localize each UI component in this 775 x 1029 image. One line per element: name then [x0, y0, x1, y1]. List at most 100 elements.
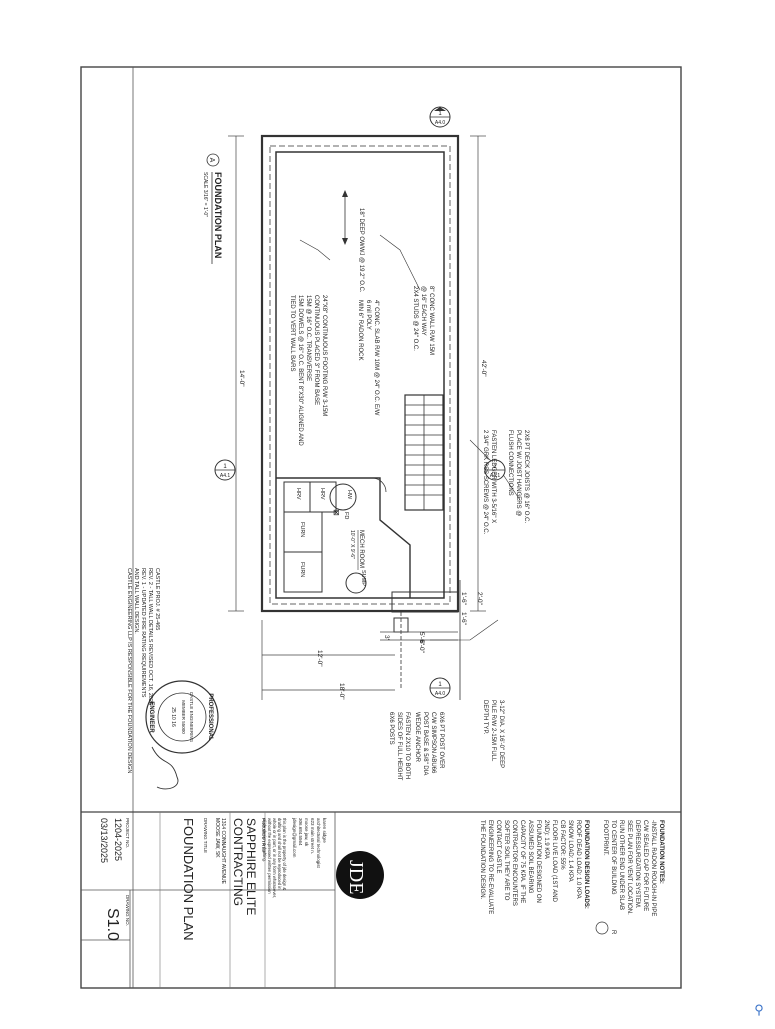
section-markers: 1 A4.0 1 A4.1 1 A4.1 1 A4.0 — [214, 106, 506, 699]
note-footing-3: 15M @ 16" O.C. TRANSVERSE — [305, 295, 311, 381]
dim-overall-length: 42'-0" — [480, 360, 487, 377]
jde-logo-text: JDE — [345, 860, 367, 894]
foundation-note-6: TO CENTER OF BUILDING — [610, 820, 616, 895]
deck-edge — [391, 591, 459, 613]
plan-scale: SCALE 3/16" = 1'-0" — [202, 172, 208, 217]
stamp-date: 25 10 16 — [170, 707, 176, 727]
design-load-7: ASSUMED SOIL BEARING — [527, 820, 533, 894]
furnace-2 — [283, 551, 323, 593]
note-mech-room-size: 10'-0" X 9'-6" — [349, 530, 355, 559]
foundation-wall-outer — [260, 134, 460, 613]
note-pile-2: PILE R/W 2-15M FULL — [490, 700, 496, 762]
floor-drain-symbol: ⊠ — [333, 508, 340, 517]
responsibility-line-5: CASTLE PROJ. # 25-465 — [154, 568, 160, 630]
mech-room-wall — [276, 477, 411, 598]
design-load-13: THE FOUNDATION DESIGN. — [479, 820, 485, 900]
note-deck-joists: 2X8 PT DECK JOISTS @ 16" O.C. PLACE W/ J… — [507, 430, 529, 523]
note-slab: 4" CONC. SLAB R/W 10M @ 24" O.C. E/W 6 m… — [357, 300, 379, 416]
copyright-line-5: of jde design & drafting. — [262, 818, 267, 862]
copyright-line-4: without the expressed written permission — [267, 818, 272, 894]
note-slab-2: 6 mil POLY — [365, 300, 371, 330]
copyright-notice: this plan is the property of jde design … — [262, 818, 287, 898]
stamp-company: CASTLE ENGINEERING — [189, 692, 194, 743]
design-load-3: CB FACTOR: 55% — [559, 820, 565, 870]
plan-title: FOUNDATION PLAN — [213, 172, 223, 258]
label-furn-2: FURN — [299, 562, 305, 577]
note-footing-4: 15M DOWELS @ 16" O.C. BENT 8"X30" ALIGNE… — [297, 295, 303, 446]
note-footing-2: CONTINUOUS PLACED 3" FROM BASE — [313, 295, 319, 405]
plan-title-group: A FOUNDATION PLAN SCALE 3/16" = 1'-0" — [202, 153, 223, 264]
design-load-11: CONTACT CASTLE — [495, 820, 501, 873]
project-title-line-2: CONTRACTING — [231, 818, 245, 906]
designer-info: karen sidgre architectural technologist … — [292, 817, 327, 869]
section-marker-2-sheet: A4.1 — [220, 473, 231, 479]
section-marker-4-sheet: A4.0 — [435, 691, 446, 697]
note-fasten-2x10: FASTEN 2X10 TO BOTH SIDES OF FULL HEIGHT… — [388, 712, 410, 781]
note-footing: 24"X8" CONTINUOUS FOOTING R/W 3-15M CONT… — [289, 295, 327, 446]
address-line-2: MOOSE JAW, SK — [214, 818, 220, 858]
stamp-outer-top: PROFESSIONAL — [207, 693, 213, 741]
design-load-4: FLOOR LIVE LOAD (1ST AND — [551, 820, 557, 903]
designer-line-1: karen sidgre — [322, 818, 327, 843]
drawing-no: S1.0 — [104, 908, 121, 941]
dim-ext-5-6: 5'-6" — [418, 632, 425, 646]
note-ledger-2: 2 3/4" GRK RSS SCREWS @ 24" O.C. — [482, 430, 488, 535]
note-fasten-1: FASTEN 2X10 TO BOTH — [404, 712, 410, 779]
design-load-2: SNOW LOAD: 1.4 KPA — [567, 820, 573, 882]
designer-line-6: jdesign@gmail.com — [292, 817, 297, 858]
water-heater — [329, 483, 357, 511]
foundation-note-3: DEPRESSURIZATION SYSTEM. — [634, 820, 640, 909]
dim-ext-2: 2'-0" — [476, 592, 483, 606]
designer-line-5: 306.684.5564 — [298, 818, 303, 846]
design-loads-heading: FOUNDATION DESIGN LOADS: — [583, 820, 589, 909]
note-ledger-1: FASTEN LEDGER WITH 3-5/16" X — [490, 430, 496, 523]
foundation-note-4: SEE PLAN FOR VENT LOCATION. — [626, 820, 632, 915]
section-marker-1-sheet: A4.0 — [435, 120, 446, 126]
section-marker-4-num: 1 — [438, 682, 442, 688]
design-load-1: ROOF DEAD LOAD: 1.0 KPA — [575, 820, 581, 899]
north-arrow-symbol: R — [610, 930, 616, 935]
plan-title-circle: A — [208, 158, 215, 163]
note-conc-wall: 8" CONC WALL R/W 15M @ 16" EACH WAY 2X4 … — [412, 286, 434, 355]
note-footing-5: TIED TO VERT WALL BARS — [289, 295, 295, 371]
note-fasten-2: SIDES OF FULL HEIGHT — [396, 712, 402, 781]
label-fd: FD — [343, 512, 349, 519]
design-load-8: CAPACITY OF 75 KPA. IF THE — [519, 820, 525, 903]
zoom-icon[interactable]: ⚲ — [754, 1002, 764, 1017]
section-marker-3-num: 1 — [493, 464, 497, 470]
sump-pit — [345, 572, 367, 594]
note-post-3: POST BASE & 5/8" DIA — [422, 712, 428, 775]
design-load-6: FOUNDATION DESIGNED ON — [535, 820, 541, 903]
dim-overall-width: 14'-0" — [238, 370, 245, 387]
note-pile-3: DEPTH TYP. — [482, 700, 488, 735]
stamp-outer-bottom: ENGINEER — [148, 701, 154, 733]
drawing-title: FOUNDATION PLAN — [181, 818, 196, 941]
note-conc-wall-3: 2X4 STUDS @ 24" O.C. — [412, 286, 418, 351]
engineer-signature — [151, 746, 179, 790]
note-pile-1: 3-12" DIA. X 16'-0" DEEP — [498, 700, 504, 768]
responsibility-line-4: REV. 2 - TALL WALL DETAILS REVISED OCT. … — [147, 568, 153, 705]
section-marker-1-num: 1 — [438, 111, 442, 117]
design-load-5: 2ND): 1.9 KPA — [543, 820, 549, 859]
project-title-label: PROJECT TITLE — [261, 818, 266, 852]
dim-ext-3: 3' — [383, 635, 390, 640]
copyright-line-3: whole or in part, or in any form whatsoe… — [272, 818, 277, 898]
label-hw: HW — [346, 490, 352, 500]
note-slab-1: 4" CONC. SLAB R/W 10M @ 24" O.C. E/W — [373, 300, 379, 416]
designer-line-3: 623 main street n. — [310, 818, 315, 854]
label-sump: SUMP — [360, 570, 366, 586]
note-slab-3: MIN 6" RADON ROCK — [357, 300, 363, 360]
north-arrow-icon — [595, 921, 609, 935]
note-footing-1: 24"X8" CONTINUOUS FOOTING R/W 3-15M — [321, 295, 327, 416]
note-post: 6X6 PT POST OVER C/W SIMPSON ABU66 POST … — [414, 712, 444, 775]
stamp-member: MEMBER 55000 — [181, 700, 186, 734]
design-load-12: ENGINEERING TO RE-EVALUATE — [487, 820, 493, 914]
address-line-1: 1314 CONNAUGHT AVENUE — [220, 818, 226, 885]
dim-ext-18: 18'-0" — [338, 683, 345, 700]
note-ledger: FASTEN LEDGER WITH 3-5/16" X 2 3/4" GRK … — [482, 430, 496, 535]
designer-line-2: architectural technologist — [316, 818, 321, 869]
section-marker-2-num: 1 — [223, 464, 227, 470]
project-title-line-1: SAPPHIRE ELITE — [244, 818, 258, 915]
